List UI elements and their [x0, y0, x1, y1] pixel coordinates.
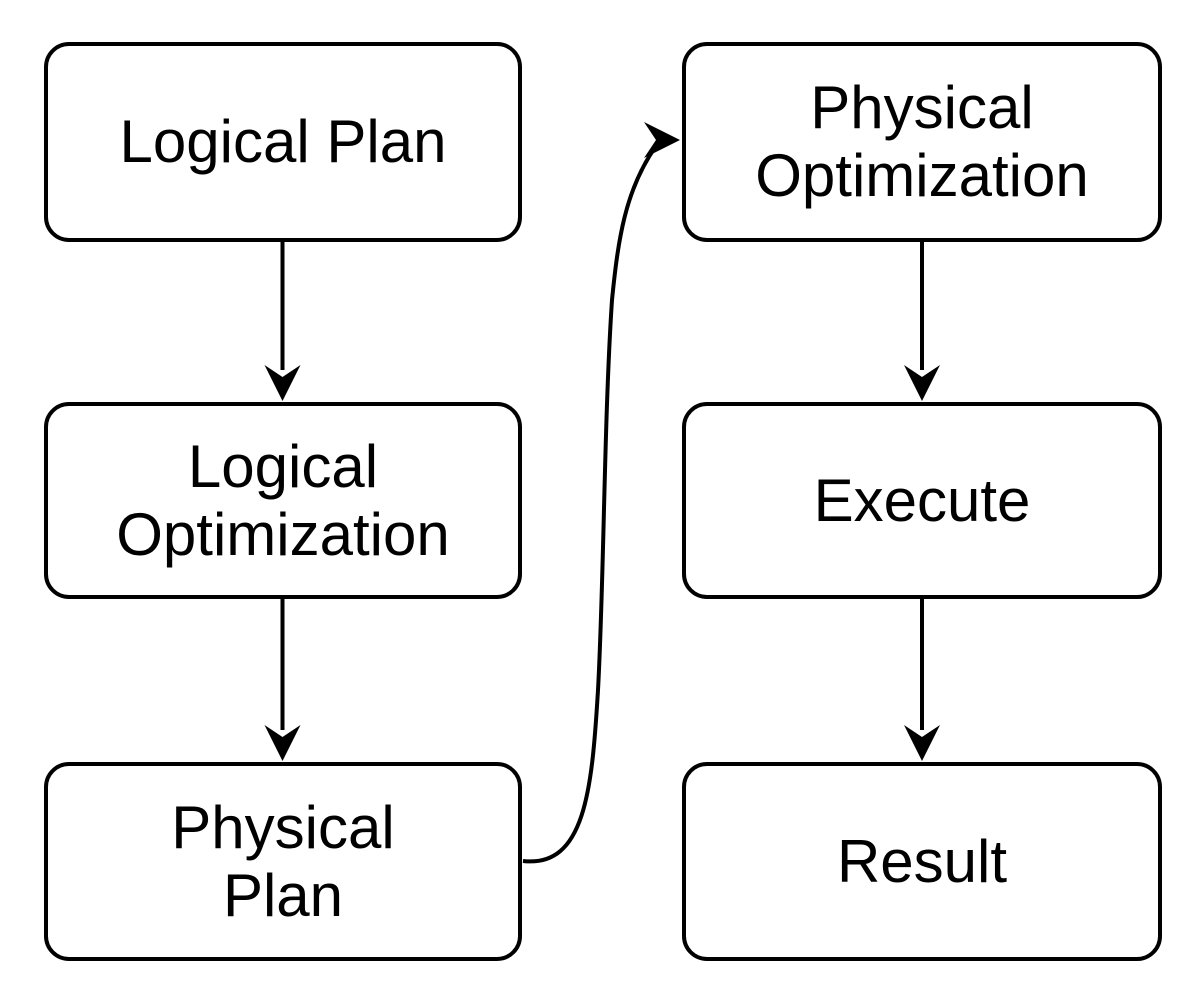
node-label-line: Optimization [755, 142, 1089, 209]
node-label: Physical Optimization [755, 74, 1088, 210]
node-physical-plan: Physical Plan [44, 762, 522, 961]
node-execute: Execute [682, 402, 1162, 599]
edge-execute-to-result [904, 599, 940, 761]
node-label-line: Physical [171, 793, 395, 861]
arrowhead [264, 365, 301, 401]
arrowhead [904, 365, 940, 401]
node-logical-plan: Logical Plan [44, 42, 522, 242]
node-label: Logical Plan [120, 108, 447, 176]
node-label: Execute [814, 467, 1031, 535]
node-label: Logical Optimization [116, 433, 449, 569]
node-label-line: Logical Plan [119, 108, 447, 175]
node-label-line: Optimization [116, 500, 450, 568]
node-result: Result [682, 762, 1162, 961]
node-label: Physical Plan [171, 794, 394, 930]
edge-physical-plan-to-physical-optimization [522, 122, 680, 864]
arrowhead [264, 725, 301, 761]
node-physical-optimization: Physical Optimization [682, 42, 1162, 242]
edge-logical-plan-to-logical-optimization [264, 242, 301, 401]
node-label-line: Physical [810, 74, 1034, 141]
node-label-line: Logical [187, 432, 379, 500]
node-label: Result [837, 828, 1007, 896]
node-label-line: Execute [813, 466, 1031, 534]
node-label-line: Result [836, 827, 1008, 895]
node-label-line: Plan [222, 861, 344, 929]
edge-logical-optimization-to-physical-plan [264, 599, 301, 761]
edge-physical-optimization-to-execute [904, 242, 940, 401]
arrowhead [644, 122, 680, 158]
node-logical-optimization: Logical Optimization [44, 402, 522, 599]
arrowhead [904, 725, 940, 761]
